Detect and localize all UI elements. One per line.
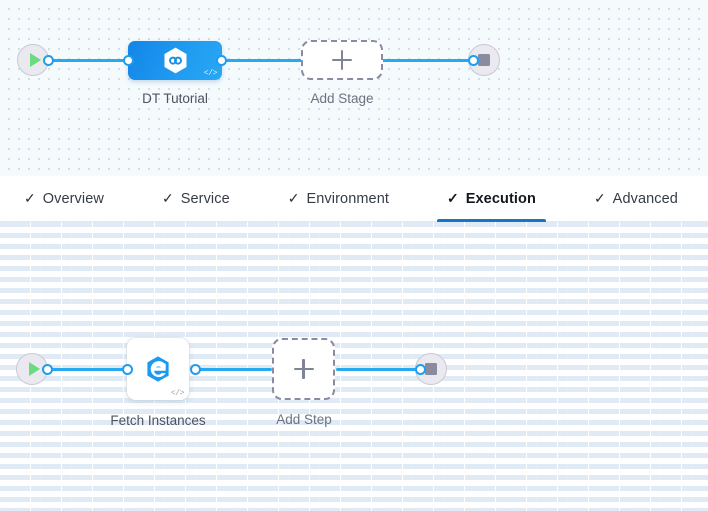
edge-step-to-add	[196, 368, 272, 371]
stop-icon	[478, 54, 490, 66]
tab-execution[interactable]: ✓ Execution	[437, 176, 546, 222]
tab-advanced[interactable]: ✓ Advanced	[584, 176, 688, 221]
tab-service-label: Service	[180, 190, 230, 207]
stage-end-input-port[interactable]	[468, 55, 479, 66]
plus-icon	[332, 50, 352, 70]
tab-overview-label: Overview	[42, 190, 104, 207]
step-start-output-port[interactable]	[42, 364, 53, 375]
stage-node-label: DT Tutorial	[142, 91, 208, 106]
edge-start-to-step	[46, 368, 132, 371]
step-node-input-port[interactable]	[122, 364, 133, 375]
edge-stage-to-add	[216, 59, 304, 62]
check-icon: ✓	[447, 189, 459, 206]
stage-start-output-port[interactable]	[43, 55, 54, 66]
stage-node-input-port[interactable]	[123, 55, 134, 66]
check-icon: ✓	[161, 189, 174, 206]
edge-add-to-end	[381, 59, 472, 62]
code-badge-icon: </>	[203, 69, 218, 78]
stage-config-tabs: ✓ Overview ✓ Service ✓ Environment ✓ Exe…	[0, 176, 708, 222]
edge-start-to-stage	[46, 59, 132, 62]
pipeline-stage-canvas[interactable]: </> DT Tutorial Add Stage	[0, 0, 708, 176]
execution-step-canvas[interactable]: </> Fetch Instances Add Step	[0, 222, 708, 511]
code-badge-icon: </>	[170, 389, 185, 398]
dynatrace-logo-icon	[147, 356, 169, 382]
stop-icon	[425, 363, 437, 375]
add-step-button[interactable]	[272, 338, 335, 400]
add-stage-button[interactable]	[301, 40, 383, 80]
stage-node-output-port[interactable]	[216, 55, 227, 66]
edge-add-to-end	[336, 368, 419, 371]
tab-environment[interactable]: ✓ Environment	[278, 176, 399, 221]
tab-overview[interactable]: ✓ Overview	[14, 176, 114, 221]
step-node-label: Fetch Instances	[110, 413, 206, 428]
check-icon: ✓	[287, 189, 300, 206]
plus-icon	[293, 359, 314, 379]
step-end-input-port[interactable]	[415, 364, 426, 375]
stage-node-dt-tutorial[interactable]: </>	[128, 41, 222, 80]
step-node-output-port[interactable]	[190, 364, 201, 375]
tab-service[interactable]: ✓ Service	[152, 176, 240, 221]
play-icon	[29, 53, 41, 67]
tab-advanced-label: Advanced	[612, 190, 678, 207]
tab-environment-label: Environment	[306, 190, 389, 207]
add-step-label: Add Step	[276, 412, 332, 427]
play-icon	[28, 362, 40, 376]
check-icon: ✓	[24, 189, 36, 206]
check-icon: ✓	[593, 189, 606, 206]
hexagon-infinity-icon	[163, 47, 187, 74]
step-node-fetch-instances[interactable]: </>	[127, 338, 189, 400]
add-stage-label: Add Stage	[310, 91, 374, 106]
tab-execution-label: Execution	[465, 190, 536, 207]
